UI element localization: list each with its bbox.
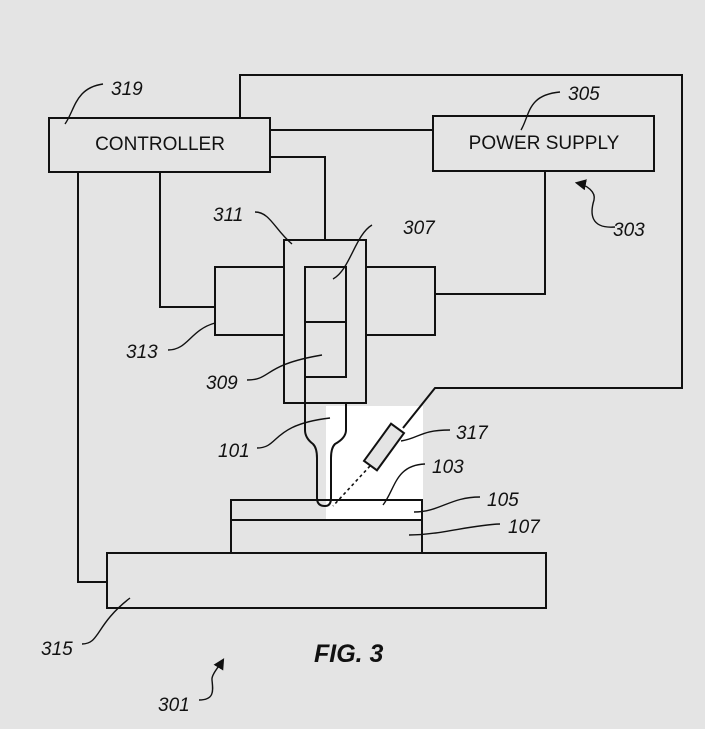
ref-305: 305: [568, 84, 600, 105]
ref-103: 103: [432, 457, 464, 478]
power-supply-label: POWER SUPPLY: [469, 133, 620, 154]
ref-317: 317: [456, 423, 489, 444]
ref-101: 101: [218, 441, 250, 462]
transducer-307: [305, 267, 346, 322]
controller-label: CONTROLLER: [95, 134, 225, 155]
clamp-left-313: [215, 267, 285, 335]
ref-309: 309: [206, 373, 238, 394]
wire-controller-to-313: [160, 172, 215, 307]
booster-309: [305, 322, 346, 377]
ref-303: 303: [613, 220, 645, 241]
ref-301: 301: [158, 695, 190, 716]
ref-105: 105: [487, 490, 519, 511]
wire-controller-to-base: [78, 172, 107, 582]
wire-controller-to-housing: [270, 157, 325, 240]
ref-107: 107: [508, 517, 541, 538]
base-315: [107, 553, 546, 608]
clamp-right-313: [366, 267, 435, 335]
ref-307: 307: [403, 218, 436, 239]
workpiece-107: [231, 520, 422, 553]
ref-319: 319: [111, 79, 143, 100]
figure-caption: FIG. 3: [314, 640, 384, 668]
ref-313: 313: [126, 342, 158, 363]
ref-311: 311: [213, 205, 243, 226]
ref-315: 315: [41, 639, 73, 660]
